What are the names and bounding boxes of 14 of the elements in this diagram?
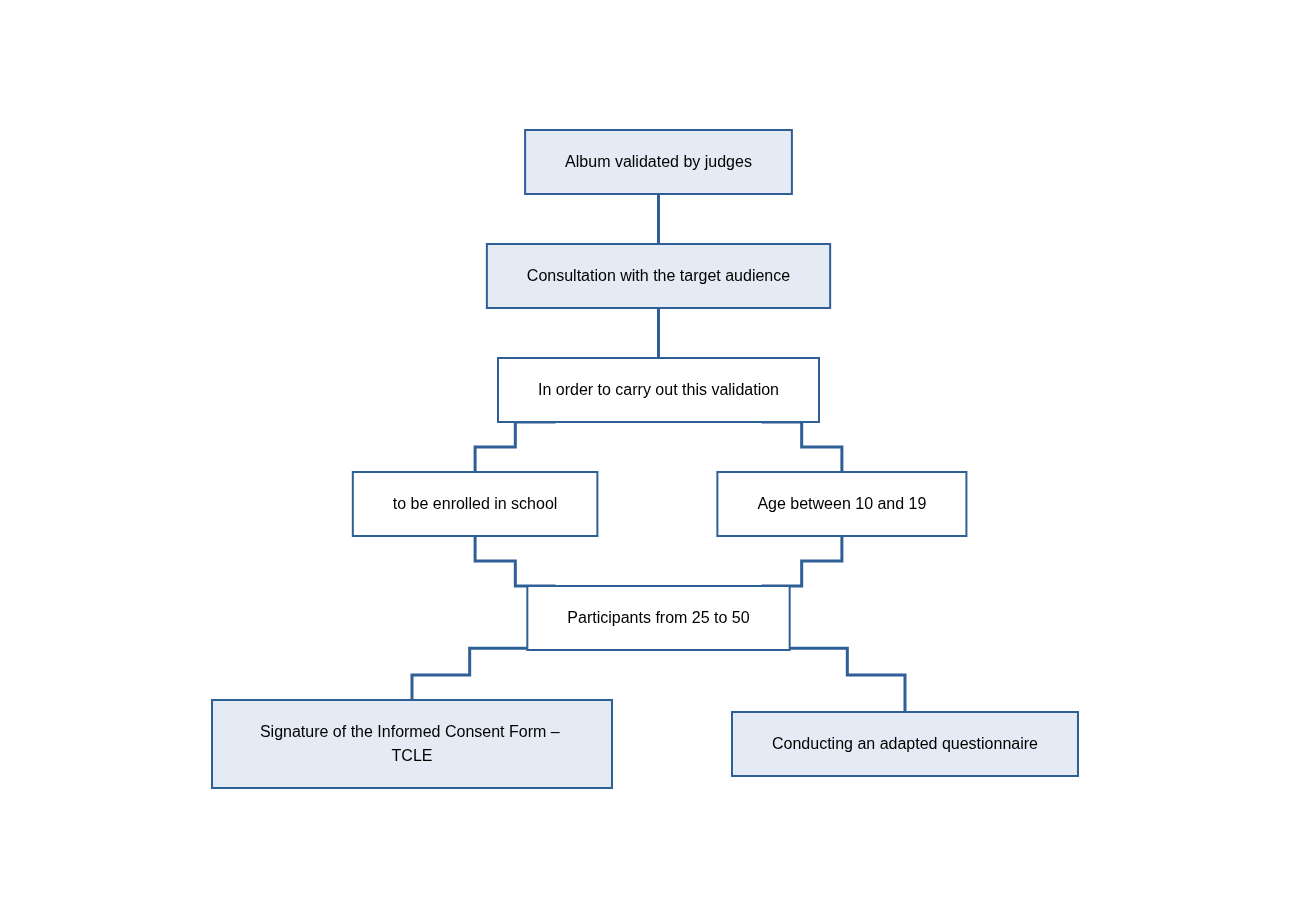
connector <box>657 192 660 245</box>
connector <box>657 306 660 359</box>
node-box: Consultation with the target audience <box>485 242 832 309</box>
node-box: Age between 10 and 19 <box>716 470 968 537</box>
connector <box>789 646 907 713</box>
node-box: Participants from 25 to 50 <box>526 584 791 651</box>
node-box: Album validated by judges <box>524 128 793 195</box>
node-box: In order to carry out this validation <box>497 356 820 423</box>
node-box: Conducting an adapted questionnaire <box>731 710 1079 777</box>
connector <box>761 420 844 473</box>
node-box: Signature of the Informed Consent Form – TCLE <box>211 698 613 789</box>
connector <box>473 420 556 473</box>
connector <box>410 646 528 701</box>
node-box: to be enrolled in school <box>351 470 599 537</box>
